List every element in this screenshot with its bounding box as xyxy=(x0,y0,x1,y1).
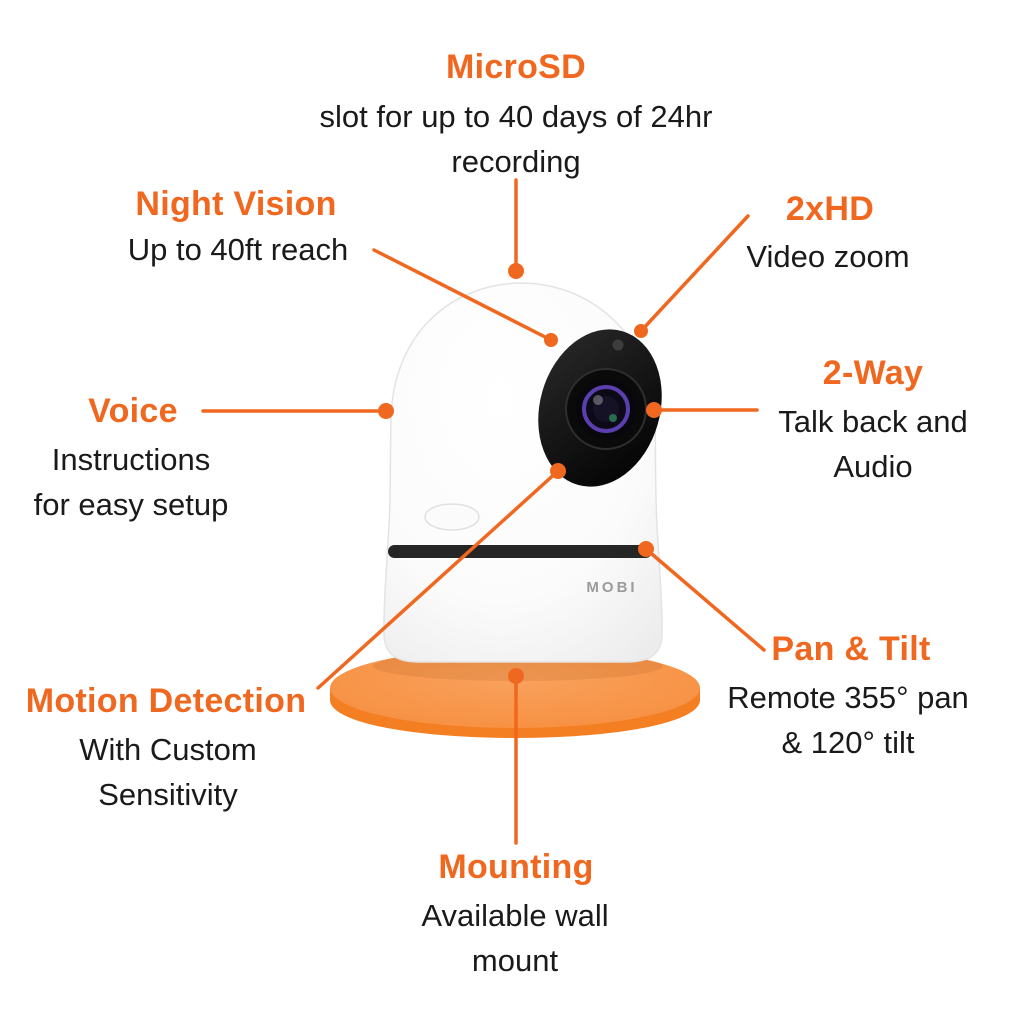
microsd-dot xyxy=(508,263,524,279)
microsd-title: MicroSD xyxy=(445,48,587,86)
hd-zoom-desc: Video zoom xyxy=(746,239,910,274)
head-stripe xyxy=(388,545,652,558)
two-way-title: 2-Way xyxy=(822,354,924,392)
two-way-desc: Talk back and Audio xyxy=(778,404,968,484)
mounting-dot xyxy=(508,668,524,684)
motion-detection-desc: With Custom Sensitivity xyxy=(79,732,257,812)
pan-tilt-title: Pan & Tilt xyxy=(771,630,931,668)
night-vision-line xyxy=(372,248,553,342)
voice-title: Voice xyxy=(88,392,178,430)
hd-zoom-line xyxy=(639,214,750,333)
motion-detection-title: Motion Detection xyxy=(25,682,307,720)
pan-tilt-desc: Remote 355° pan & 120° tilt xyxy=(727,680,969,760)
hd-zoom-dot xyxy=(634,324,648,338)
hd-zoom-title: 2xHD xyxy=(785,190,875,228)
light-sensor-dot xyxy=(612,339,624,351)
pan-tilt-dot xyxy=(638,541,654,557)
speaker-bump xyxy=(424,503,480,531)
pan-tilt-line xyxy=(644,547,766,652)
brand-logo: MOBI xyxy=(586,579,638,596)
callout-lines xyxy=(201,178,766,845)
voice-desc: Instructions for easy setup xyxy=(33,442,229,522)
night-vision-dot xyxy=(544,333,558,347)
lens xyxy=(565,368,647,450)
callout-dots xyxy=(378,263,662,684)
motion-detection-dot xyxy=(550,463,566,479)
night-vision-desc: Up to 40ft reach xyxy=(127,232,349,267)
motion-detection-line xyxy=(316,469,560,690)
voice-dot xyxy=(378,403,394,419)
night-vision-title: Night Vision xyxy=(135,185,337,223)
microsd-desc: slot for up to 40 days of 24hr recording xyxy=(319,99,713,179)
mounting-title: Mounting xyxy=(438,848,594,886)
mounting-desc: Available wall mount xyxy=(421,898,609,978)
two-way-dot xyxy=(646,402,662,418)
